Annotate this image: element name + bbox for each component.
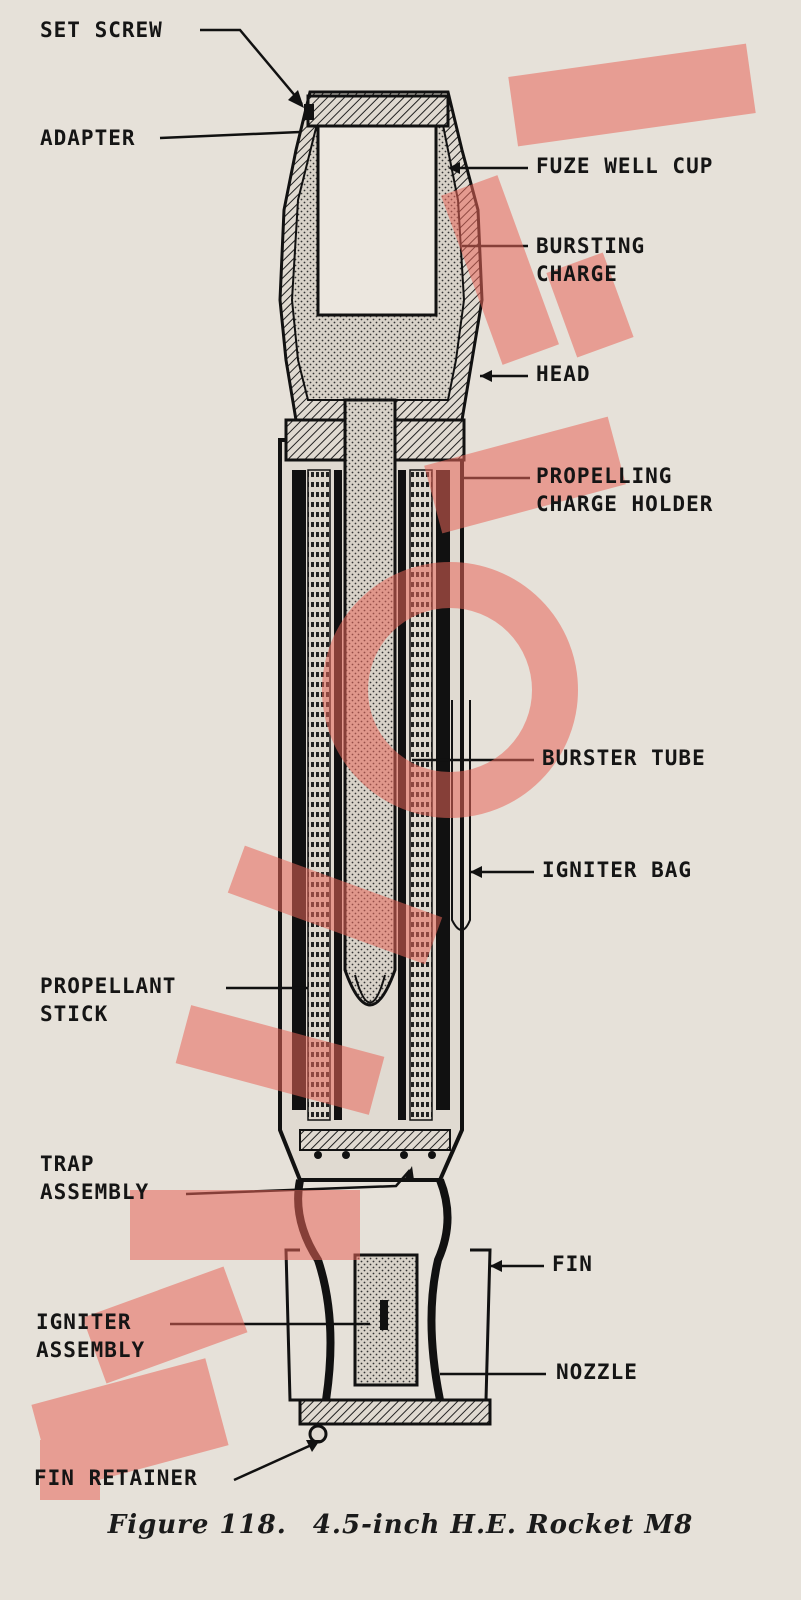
watermark-stroke-6 — [175, 1005, 385, 1115]
arrowhead-head — [480, 370, 492, 382]
arrowhead-fin-retainer — [306, 1440, 320, 1452]
label-fin: FIN — [552, 1252, 593, 1276]
fuze-well-cup — [316, 123, 438, 317]
watermark-stroke-10 — [40, 1440, 100, 1500]
arrowheads — [288, 90, 502, 1452]
watermark-stroke-3 — [546, 252, 634, 358]
set-screw — [304, 104, 314, 120]
arrowhead-igniter-bag — [470, 866, 482, 878]
arrowhead-fuze-well-cup — [448, 162, 460, 174]
label-nozzle: NOZZLE — [556, 1360, 638, 1384]
fin-retainer-bolt-left — [308, 1424, 328, 1444]
nozzle-right — [427, 1178, 452, 1401]
watermark-stroke-7 — [130, 1190, 360, 1260]
trap-hole-4 — [428, 1151, 436, 1159]
watermark-stroke-4 — [424, 416, 626, 534]
igniter-bag — [451, 700, 471, 931]
watermark-ring — [322, 562, 578, 818]
label-fuze-well-cup: FUZE WELL CUP — [536, 154, 714, 178]
propellant-stick-left — [292, 470, 306, 1110]
igniter-core — [380, 1300, 388, 1330]
label-head: HEAD — [536, 362, 591, 386]
label-trap-assembly: TRAP ASSEMBLY — [40, 1152, 150, 1204]
burster-tube-end — [354, 974, 386, 1004]
label-bursting-charge: BURSTING CHARGE — [536, 234, 646, 286]
figure-caption: Figure 118. 4.5-inch H.E. Rocket M8 — [0, 1510, 801, 1540]
adapter-ring — [306, 94, 450, 128]
watermark-stroke-8 — [82, 1266, 248, 1384]
propellant-stick-left-inner — [307, 469, 331, 1121]
fin-retainer — [298, 1398, 492, 1426]
rocket-head — [278, 90, 484, 422]
label-propellant-stick: PROPELLANT STICK — [40, 974, 177, 1026]
leader-lines — [159, 28, 546, 1482]
trap-assembly — [299, 1129, 451, 1151]
arrowhead-fin — [490, 1260, 502, 1272]
arrowhead-set-screw — [288, 90, 304, 108]
label-burster-tube: BURSTER TUBE — [542, 746, 706, 770]
label-igniter-assembly: IGNITER ASSEMBLY — [36, 1310, 146, 1362]
label-set-screw: SET SCREW — [40, 18, 163, 42]
caption-title: 4.5-inch H.E. Rocket M8 — [312, 1510, 694, 1540]
trap-hole-2 — [342, 1151, 350, 1159]
label-igniter-bag: IGNITER BAG — [542, 858, 693, 882]
watermark-stroke-1 — [508, 43, 756, 147]
trap-hole-3 — [400, 1151, 408, 1159]
trap-hole-1 — [314, 1151, 322, 1159]
arrowhead-trap-assembly — [404, 1166, 414, 1180]
label-propelling-charge-holder: PROPELLING CHARGE HOLDER — [536, 464, 714, 516]
label-fin-retainer: FIN RETAINER — [34, 1466, 198, 1490]
leader-adapter — [159, 130, 301, 140]
watermark-stroke-2 — [441, 175, 559, 365]
burster-tube — [343, 398, 397, 1007]
fin-right — [470, 1248, 492, 1402]
caption-number: Figure 118. — [107, 1510, 287, 1540]
label-adapter: ADAPTER — [40, 126, 136, 150]
propellant-stick-mid-left — [334, 470, 342, 1120]
leader-set-screw — [200, 28, 303, 105]
watermark — [31, 43, 756, 1500]
leader-fin-retainer — [233, 1440, 319, 1482]
watermark-stroke-5 — [227, 845, 443, 965]
